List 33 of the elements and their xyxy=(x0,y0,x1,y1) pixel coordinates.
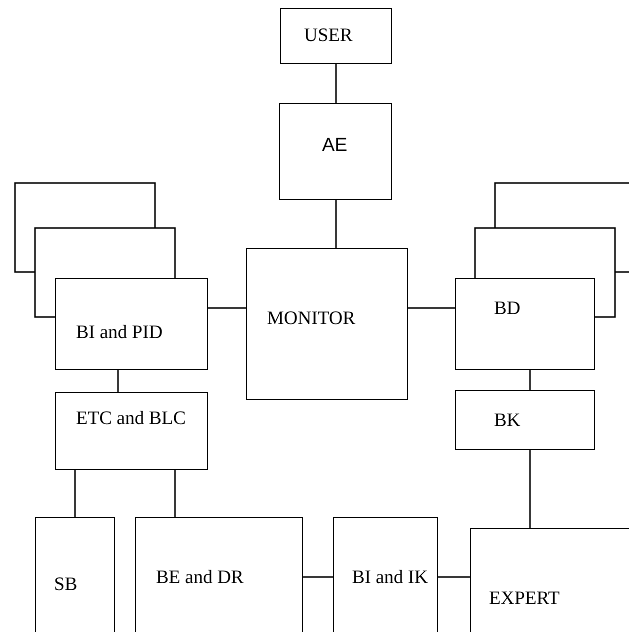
connector-line xyxy=(335,64,337,103)
process-box xyxy=(455,278,595,370)
box-label: BD xyxy=(494,297,522,321)
process-box xyxy=(280,8,392,64)
box-label: EXPERT xyxy=(489,587,561,611)
process-box xyxy=(55,392,208,470)
connector-line xyxy=(74,470,76,517)
box-label: BI and PID xyxy=(76,321,164,345)
connector-line xyxy=(438,576,470,578)
connector-line xyxy=(208,307,246,309)
process-box xyxy=(455,390,595,450)
process-box xyxy=(55,278,208,370)
box-label: BE and DR xyxy=(156,566,245,590)
connector-line xyxy=(117,370,119,392)
box-label: BI and IK xyxy=(352,566,429,590)
process-box xyxy=(470,528,629,632)
connector-line xyxy=(529,450,531,528)
connector-line xyxy=(335,200,337,248)
process-box xyxy=(246,248,408,400)
connector-line xyxy=(303,576,333,578)
box-label: MONITOR xyxy=(267,307,356,331)
connector-line xyxy=(408,307,455,309)
process-box xyxy=(35,517,115,632)
process-box xyxy=(333,517,438,632)
process-box xyxy=(135,517,303,632)
connector-line xyxy=(174,470,176,517)
box-label: AE xyxy=(322,134,348,158)
box-label: SB xyxy=(54,573,78,597)
box-label: USER xyxy=(304,24,354,48)
box-label: BK xyxy=(494,409,522,433)
connector-line xyxy=(529,370,531,390)
process-box xyxy=(279,103,392,200)
box-label: ETC and BLC xyxy=(76,407,186,431)
